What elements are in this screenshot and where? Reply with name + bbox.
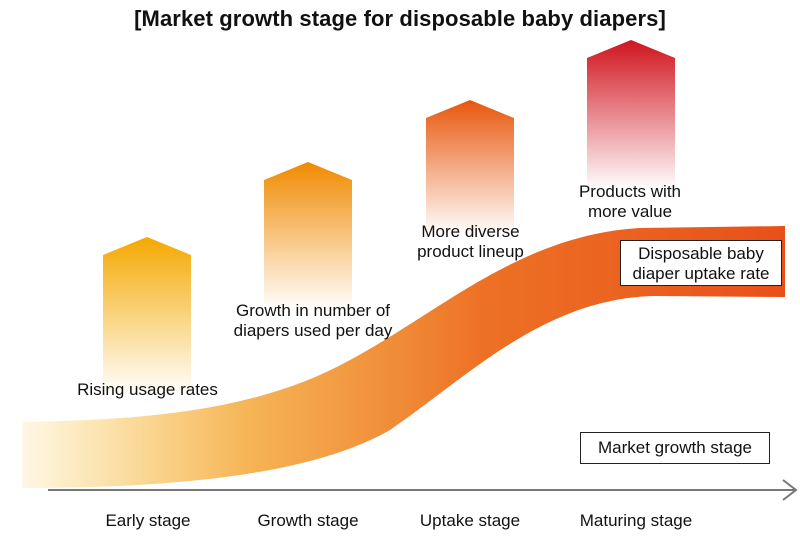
arrow-diverse-lineup (426, 100, 514, 235)
stage-label-early: Early stage (105, 511, 191, 530)
label-growth-diapers: Growth in number of diapers used per day (233, 301, 393, 340)
arrow-more-value (587, 40, 675, 190)
label-rising-usage: Rising usage rates (77, 380, 218, 399)
uptake-curve-band (22, 226, 785, 488)
stage-label-uptake: Uptake stage (419, 511, 521, 530)
arrow-rising-usage (103, 237, 191, 395)
stage-label-maturing: Maturing stage (579, 511, 693, 530)
label-more-value: Products with more value (578, 182, 682, 221)
arrow-growth-diapers (264, 162, 352, 310)
label-diverse-lineup: More diverse product lineup (417, 222, 524, 261)
stage-label-growth: Growth stage (257, 511, 359, 530)
uptake-rate-label-box: Disposable baby diaper uptake rate (620, 240, 782, 286)
axis-arrowhead (782, 479, 798, 501)
diagram-title: [Market growth stage for disposable baby… (134, 6, 666, 31)
market-growth-stage-box: Market growth stage (580, 432, 770, 464)
